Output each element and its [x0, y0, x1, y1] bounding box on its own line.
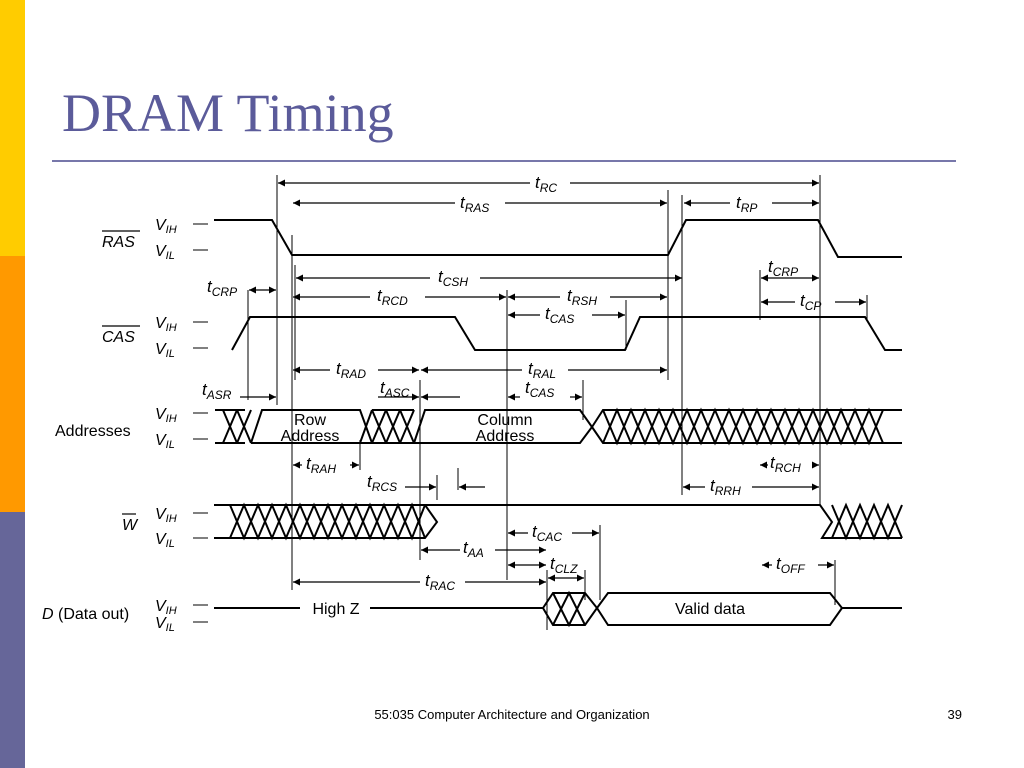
tcas-label: tCAS [545, 304, 574, 326]
vih-label: VIH [155, 506, 177, 525]
vil-label: VIL [155, 243, 175, 262]
column-address-label-1: Column [477, 412, 532, 429]
vil-label: VIL [155, 341, 175, 360]
trc-label: tRC [535, 173, 557, 195]
vih-label: VIH [155, 315, 177, 334]
vih-label: VIH [155, 217, 177, 236]
timing-labels: tRC tRAS tRP tCRP tCSH tCRP tRCD tRSH tC… [202, 173, 821, 593]
trcs-label: tRCS [367, 472, 397, 494]
level-labels: VIH VIL VIH VIL VIH VIL VIH VIL VIH VIL [155, 217, 177, 634]
trrh-label: tRRH [710, 476, 741, 498]
ras-waveform [214, 219, 902, 258]
data-out-waveform [214, 590, 902, 628]
vih-label: VIH [155, 406, 177, 425]
cas-label: CAS [102, 329, 135, 346]
accent-stripe-middle [0, 256, 25, 512]
signal-labels: RAS CAS Addresses W D (Data out) [42, 230, 140, 623]
bus-text: Row Address Column Address High Z Valid … [281, 412, 745, 618]
tasr-label: tASR [202, 380, 232, 402]
trp-label: tRP [736, 193, 757, 215]
vil-label: VIL [155, 432, 175, 451]
slide-footer: 55:035 Computer Architecture and Organiz… [374, 707, 650, 722]
tras-label: tRAS [460, 193, 489, 215]
cas-waveform [231, 316, 902, 351]
tcsh-label: tCSH [438, 267, 468, 289]
timing-arrows [240, 179, 866, 586]
trad-label: tRAD [336, 359, 366, 381]
tcrp-label: tCRP [207, 277, 237, 299]
taa-label: tAA [463, 538, 484, 560]
vil-label: VIL [155, 531, 175, 550]
valid-data-label: Valid data [675, 601, 745, 618]
address-bus [215, 407, 902, 446]
tclz-label: tCLZ [550, 554, 578, 576]
page-number: 39 [947, 707, 962, 722]
slide-title: DRAM Timing [62, 83, 394, 143]
high-z-label: High Z [312, 601, 359, 618]
column-address-label-2: Address [476, 428, 535, 445]
row-address-label-1: Row [294, 412, 326, 429]
level-ticks [193, 223, 208, 623]
tcp-label: tCP [800, 291, 821, 313]
reference-lines [247, 175, 868, 630]
trac-label: tRAC [425, 571, 455, 593]
trsh-label: tRSH [567, 286, 597, 308]
accent-stripe-bottom [0, 512, 25, 768]
title-divider [52, 160, 956, 162]
vih-label: VIH [155, 598, 177, 617]
data-out-label: D (Data out) [42, 606, 129, 623]
trah-label: tRAH [306, 454, 336, 476]
tral-label: tRAL [528, 359, 556, 381]
w-label: W [122, 517, 139, 534]
tcac-label: tCAC [532, 522, 562, 544]
addresses-label: Addresses [55, 423, 131, 440]
row-address-label-2: Address [281, 428, 340, 445]
vil-label: VIL [155, 615, 175, 634]
tcas-label: tCAS [525, 378, 554, 400]
w-waveform [214, 502, 903, 541]
toff-label: tOFF [776, 554, 805, 576]
ras-label: RAS [102, 234, 135, 251]
tcrp-label: tCRP [768, 257, 798, 279]
accent-stripe-top [0, 0, 25, 256]
trcd-label: tRCD [377, 286, 408, 308]
tasc-label: tASC [380, 378, 410, 400]
trch-label: tRCH [770, 453, 801, 475]
